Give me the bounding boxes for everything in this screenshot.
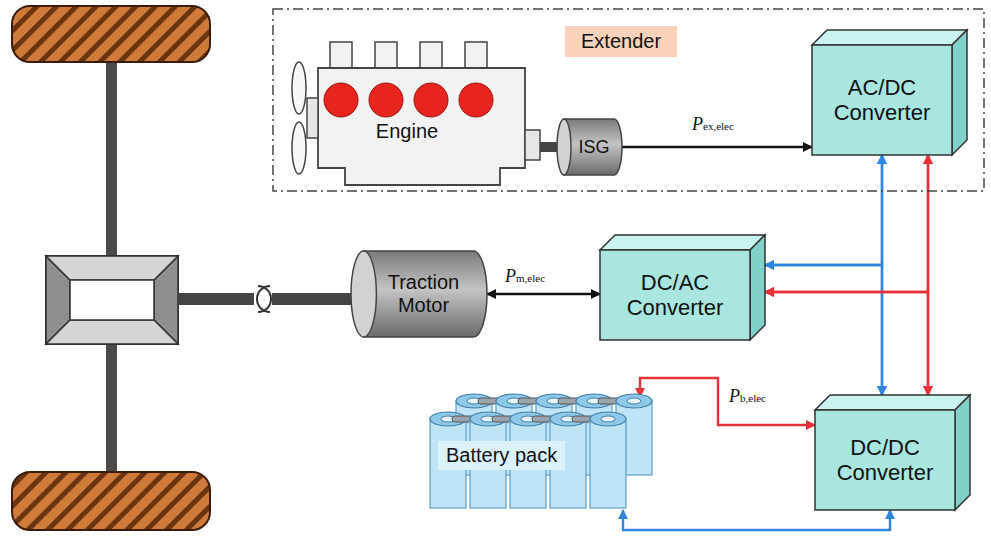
box-front: [600, 250, 750, 340]
piston-circle: [324, 83, 358, 117]
cell-terminal: [601, 416, 615, 422]
battery-pack: Battery pack: [418, 395, 653, 510]
node-label: DC/AC Converter: [616, 270, 734, 321]
traction-motor: Traction Motor: [350, 250, 487, 338]
piston-circle: [459, 83, 493, 117]
cylinder-head: [465, 42, 487, 68]
cell-terminal: [627, 398, 641, 404]
box-top: [815, 395, 970, 410]
cell-top: [616, 394, 652, 408]
power-flow-arrow: [487, 293, 600, 295]
wheel: [12, 472, 210, 530]
engine-shaft: [538, 142, 558, 152]
power-label: Pm,elec: [503, 266, 547, 288]
box-front: [812, 45, 952, 155]
converter-box: DC/AC Converter: [600, 250, 750, 340]
node-label: Traction Motor: [372, 271, 475, 317]
converter-box: DC/DC Converter: [815, 410, 955, 510]
cylinder-body: [564, 119, 622, 175]
cylinder-end: [351, 251, 376, 337]
cell-top: [590, 412, 626, 426]
box-top: [600, 235, 765, 250]
box-side: [750, 235, 765, 340]
box-front: [815, 410, 955, 510]
node-label: AC/DC Converter: [823, 75, 941, 126]
cylinder-head: [420, 42, 442, 68]
power-flow-arrow: [765, 155, 882, 265]
node-label: Engine: [376, 120, 438, 143]
converter-box: AC/DC Converter: [812, 45, 952, 155]
node-label: Battery pack: [438, 441, 565, 470]
power-flow-arrow: [765, 265, 882, 395]
isg-machine: ISG: [556, 118, 622, 176]
power-flow-arrow: [765, 155, 928, 292]
wheel: [12, 6, 210, 62]
fan-blade: [292, 122, 306, 174]
fan-hub: [307, 98, 318, 138]
engine-flange: [525, 130, 540, 160]
differential: [46, 256, 178, 344]
box-side: [952, 30, 967, 155]
battery-cell: [590, 419, 626, 508]
engine-body: [318, 68, 525, 185]
piston-circle: [369, 83, 403, 117]
power-flow-arrow: [622, 146, 812, 148]
piston-circle: [414, 83, 448, 117]
dash-dot-border: [273, 9, 984, 191]
cylinder-head: [330, 42, 352, 68]
node-label: Extender: [565, 26, 677, 57]
engine-illustration: [285, 40, 540, 190]
power-label: Pb,elec: [727, 386, 768, 408]
power-flow-arrow: [765, 292, 928, 395]
power-flow-arrow: [640, 378, 815, 425]
fan-blade: [292, 62, 306, 114]
cylinder-head: [375, 42, 397, 68]
cylinder-body: [364, 251, 487, 337]
box-top: [812, 30, 967, 45]
box-side: [955, 395, 970, 510]
power-flow-arrow: [623, 510, 890, 530]
extender-region: ExtenderEngineISG AC/DC Converter: [272, 8, 985, 192]
power-label: Pex,elec: [690, 114, 736, 136]
engine-block: Engine: [285, 40, 540, 190]
drive-shaft: [178, 286, 352, 312]
node-label: ISG: [578, 137, 609, 158]
node-label: DC/DC Converter: [826, 435, 944, 486]
cylinder-end: [557, 119, 571, 175]
